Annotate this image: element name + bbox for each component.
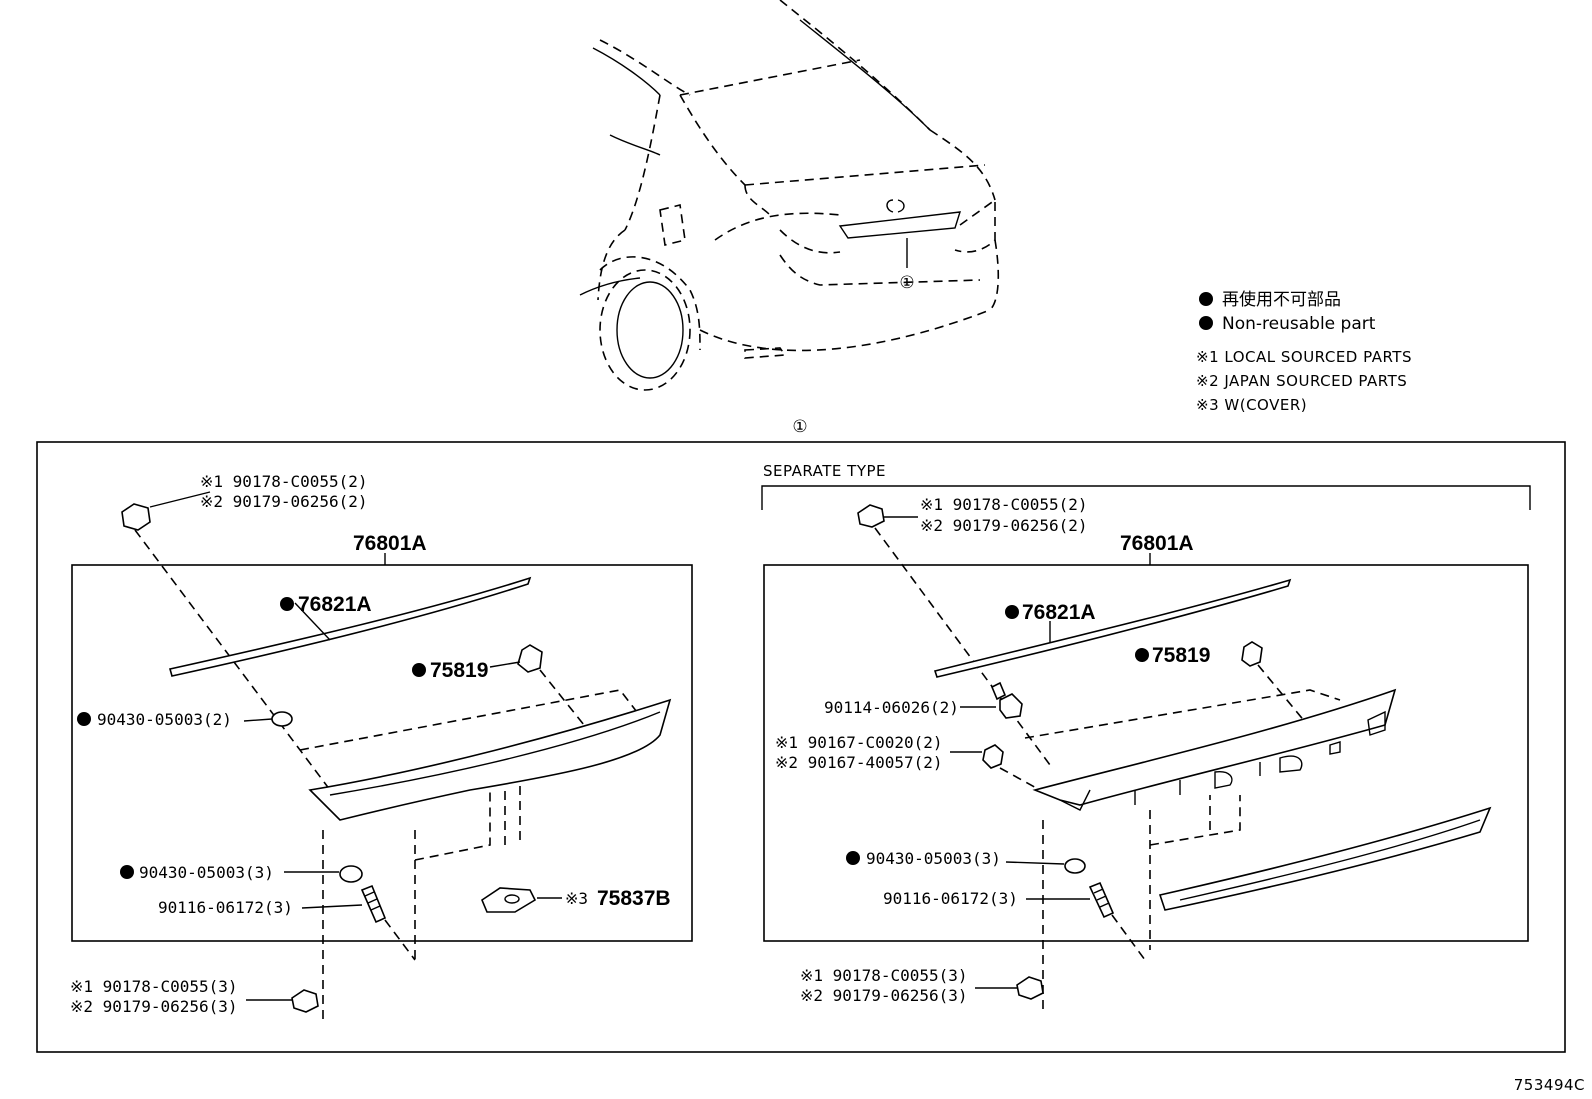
nonreusable-dot-icon [1135, 648, 1149, 662]
stud-bolt-icon [1088, 881, 1115, 919]
right-washer-label: 90430-05003(3) [866, 849, 1001, 868]
legend-note-1: ※1 LOCAL SOURCED PARTS [1196, 348, 1412, 366]
car-rear-illustration [579, 0, 1000, 391]
left-lamp-label: 75837B [597, 887, 671, 910]
nut-icon [857, 504, 885, 528]
nut-icon [1016, 976, 1044, 1000]
nonreusable-dot-icon [1199, 316, 1213, 330]
right-top-nut-label-2: ※2 90179-06256(2) [920, 516, 1088, 535]
license-lamp-icon [481, 887, 537, 913]
right-top-nut-label-1: ※1 90178-C0055(2) [920, 495, 1088, 514]
left-assembly-label: 76801A [353, 532, 427, 555]
washer-icon [339, 865, 363, 883]
left-lamp-prefix: ※3 [565, 889, 588, 908]
garnish-cover-strip [1158, 806, 1492, 911]
legend-note-3: ※3 W(COVER) [1196, 396, 1307, 414]
left-top-nut-label-1: ※1 90178-C0055(2) [200, 472, 368, 491]
washer-icon [271, 711, 293, 727]
right-assembly-box [763, 564, 1529, 942]
garnish-panel [1032, 688, 1397, 806]
screw-head-icon [999, 693, 1023, 719]
right-rivet-label-1: ※1 90167-C0020(2) [775, 733, 943, 752]
legend-nonreusable-en: Non-reusable part [1222, 314, 1376, 334]
left-bottom-nut-label-2: ※2 90179-06256(3) [70, 997, 238, 1016]
right-moulding-label: 76821A [1022, 601, 1096, 624]
left-top-nut-label-2: ※2 90179-06256(2) [200, 492, 368, 511]
diagram-id: 753494C [1514, 1076, 1585, 1094]
moulding-strip [168, 576, 532, 677]
clip-icon [517, 644, 543, 673]
right-type-label: SEPARATE TYPE [763, 462, 886, 480]
left-stud-label: 90116-06172(3) [158, 898, 293, 917]
right-screw-label: 90114-06026(2) [824, 698, 959, 717]
legend: 再使用不可部品 Non-reusable part ※1 LOCAL SOURC… [1196, 289, 1412, 414]
right-clip-label: 75819 [1152, 644, 1210, 667]
nut-icon [121, 503, 151, 531]
separate-type-bracket [761, 485, 1531, 510]
main-frame [36, 441, 1566, 1053]
right-bottom-nut-label-2: ※2 90179-06256(3) [800, 986, 968, 1005]
callout-main: ① [792, 417, 807, 437]
left-moulding-label: 76821A [298, 593, 372, 616]
stud-bolt-icon [360, 884, 387, 924]
right-bottom-nut-label-1: ※1 90178-C0055(3) [800, 966, 968, 985]
rivet-icon [982, 744, 1004, 769]
moulding-strip [933, 578, 1292, 678]
nonreusable-dot-icon [1199, 292, 1213, 306]
nut-icon [291, 989, 319, 1013]
right-stud-label: 90116-06172(3) [883, 889, 1018, 908]
left-clip-label: 75819 [430, 659, 488, 682]
nonreusable-dot-icon [846, 851, 860, 865]
callout-car: ① [899, 273, 914, 293]
legend-note-2: ※2 JAPAN SOURCED PARTS [1196, 372, 1407, 390]
left-bottom-nut-label-1: ※1 90178-C0055(3) [70, 977, 238, 996]
left-panel [71, 491, 693, 1025]
garnish-panel [308, 698, 672, 821]
nonreusable-dot-icon [77, 712, 91, 726]
right-rivet-label-2: ※2 90167-40057(2) [775, 753, 943, 772]
left-washer-top-label: 90430-05003(2) [97, 710, 232, 729]
screw-icon [990, 681, 1007, 701]
washer-icon [1064, 858, 1086, 874]
nonreusable-dot-icon [120, 865, 134, 879]
nonreusable-dot-icon [412, 663, 426, 677]
nonreusable-dot-icon [280, 597, 294, 611]
left-assembly-box [71, 564, 693, 942]
legend-nonreusable-jp: 再使用不可部品 [1222, 289, 1341, 310]
left-washer-bottom-label: 90430-05003(3) [139, 863, 274, 882]
clip-icon [1241, 641, 1263, 667]
right-panel [761, 485, 1531, 1015]
right-assembly-label: 76801A [1120, 532, 1194, 555]
nonreusable-dot-icon [1005, 605, 1019, 619]
